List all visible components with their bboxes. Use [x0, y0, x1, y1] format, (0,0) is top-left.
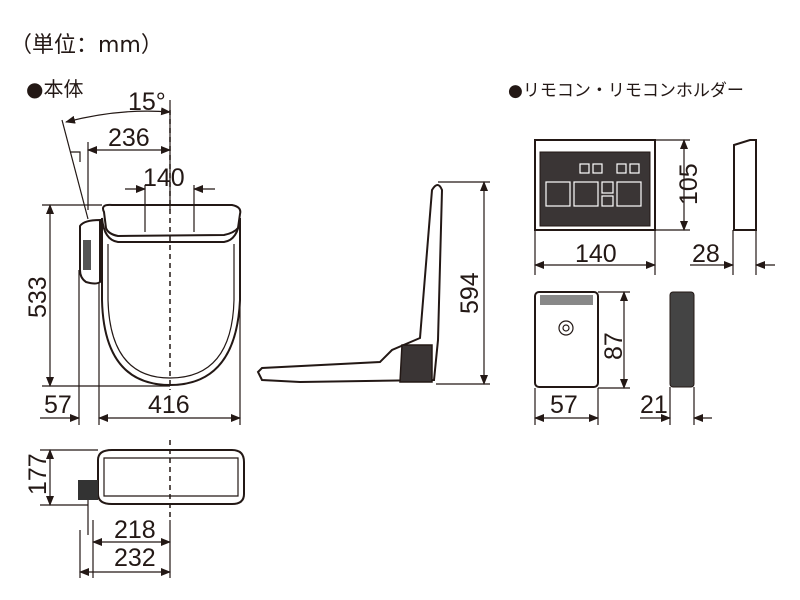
body-dimension-lines: [40, 100, 241, 425]
dim-236: 236: [108, 124, 150, 152]
seat-side-view: [256, 181, 490, 385]
holder-front-view: [534, 291, 630, 425]
dim-594: 594: [456, 272, 484, 314]
dim-140-remote: 140: [575, 240, 617, 268]
dim-533: 533: [24, 276, 52, 318]
dim-232: 232: [114, 544, 156, 572]
dim-57-body: 57: [44, 391, 72, 419]
dim-140-holes: 140: [143, 164, 185, 192]
seat-top-view: [40, 440, 245, 578]
body-section-title: ●本体: [26, 77, 83, 101]
remote-side-view: [690, 139, 775, 275]
dim-57-holder: 57: [550, 391, 578, 419]
remote-section-title: ●リモコン・リモコンホルダー: [508, 81, 744, 101]
holder-side-view: [640, 291, 712, 425]
dim-87: 87: [600, 332, 628, 360]
dim-177: 177: [24, 453, 52, 495]
dim-21: 21: [640, 391, 668, 419]
dim-28: 28: [692, 240, 720, 268]
remote-front-view: [534, 139, 690, 275]
seat-front-view: [61, 110, 242, 390]
unit-label: （単位：mm）: [10, 33, 163, 58]
dim-416: 416: [148, 391, 190, 419]
dim-105: 105: [675, 163, 703, 205]
dim-angle-15: 15°: [128, 88, 166, 116]
dim-218: 218: [114, 516, 156, 544]
